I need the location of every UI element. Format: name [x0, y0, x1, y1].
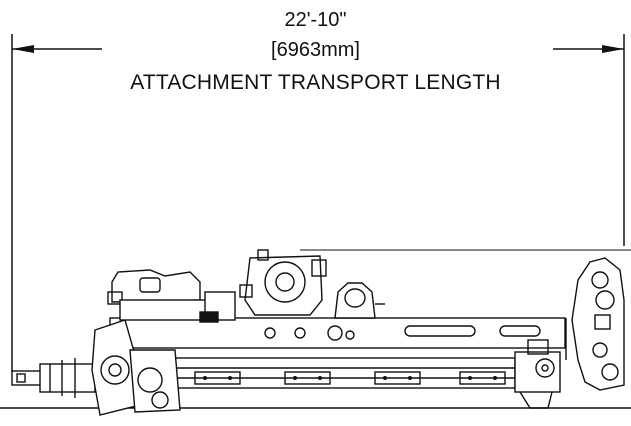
upper-beam	[109, 317, 566, 349]
dimension-line	[11, 34, 625, 372]
attachment-machine	[0, 249, 631, 416]
arrowhead-left	[12, 45, 34, 53]
dimension-label: ATTACHMENT TRANSPORT LENGTH	[130, 71, 501, 94]
dimension-metric: [6963mm]	[271, 39, 360, 61]
dimension-imperial: 22'-10"	[284, 9, 347, 31]
arrowhead-right	[602, 45, 624, 53]
hitch-coupler	[571, 257, 625, 391]
